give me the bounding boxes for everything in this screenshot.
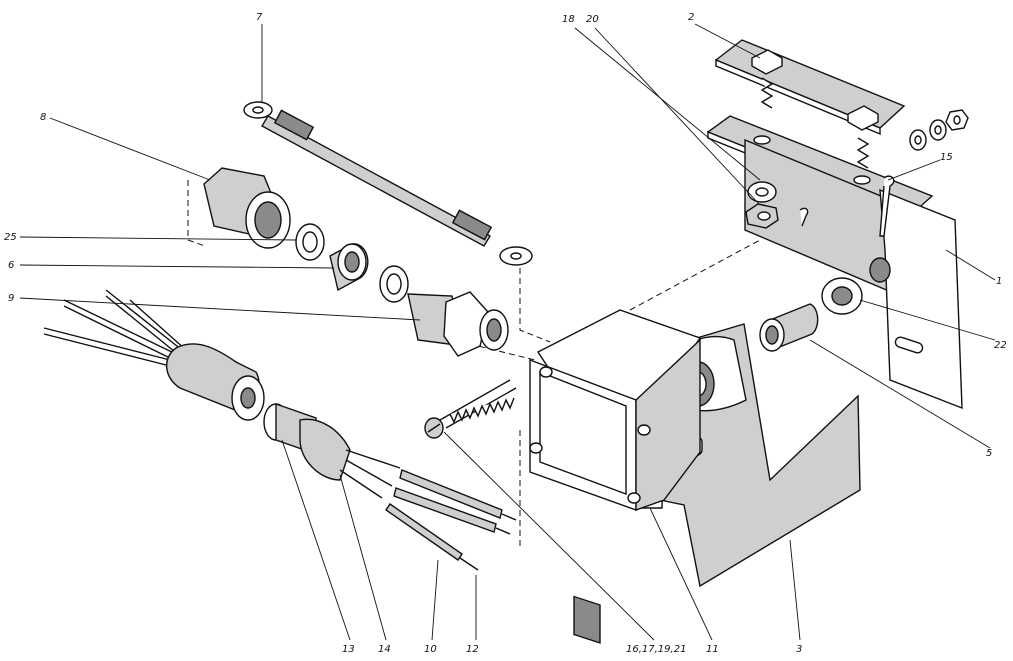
- washer-25: [295, 223, 325, 261]
- ground-wire-7: [243, 101, 533, 266]
- switch-housing-11: [529, 309, 702, 644]
- callout-7: 7: [256, 12, 263, 23]
- callout-25: 25: [4, 232, 17, 243]
- nut-18-washer-20: [745, 181, 809, 229]
- callout-15: 15: [940, 152, 953, 163]
- callout-1: 1: [996, 276, 1002, 287]
- callout-5: 5: [986, 448, 992, 459]
- cable-14: [299, 418, 401, 499]
- callout-9: 9: [8, 293, 14, 304]
- callout-2: 2: [688, 12, 694, 23]
- callout-10: 10: [424, 644, 437, 655]
- cotter-pin-15: [879, 175, 895, 237]
- callout-3: 3: [796, 644, 802, 655]
- callout-22: 22: [994, 340, 1007, 351]
- clamp-plate-2: [714, 39, 906, 169]
- fitting-9: [407, 291, 509, 357]
- cable-harness-upper: [43, 289, 265, 421]
- nut-6: [329, 243, 409, 303]
- assembly-axis-lines: [187, 180, 761, 548]
- callout-18: 18: [562, 14, 575, 25]
- callout-8: 8: [40, 112, 46, 123]
- bushing-5: [759, 303, 819, 352]
- wires-10-12: [385, 469, 517, 571]
- callout-14: 14: [378, 644, 391, 655]
- leader-lines: [19, 23, 996, 641]
- callout-13: 13: [342, 644, 355, 655]
- screw-16: [424, 379, 517, 439]
- callout-11: 11: [706, 644, 719, 655]
- callout-20: 20: [586, 14, 599, 25]
- washer-22: [821, 277, 863, 315]
- callout-6: 6: [8, 260, 14, 271]
- callout-16-17-19-21: 16,17,19,21: [626, 644, 686, 655]
- union-nut-8: [203, 167, 291, 249]
- callout-labels: 7 8 25 6 9 18 20 2 15 1 22 5 3 11 16,17,…: [4, 12, 1007, 655]
- callout-12: 12: [466, 644, 479, 655]
- washers-and-nut: [909, 109, 969, 151]
- bracket-1: [706, 115, 963, 410]
